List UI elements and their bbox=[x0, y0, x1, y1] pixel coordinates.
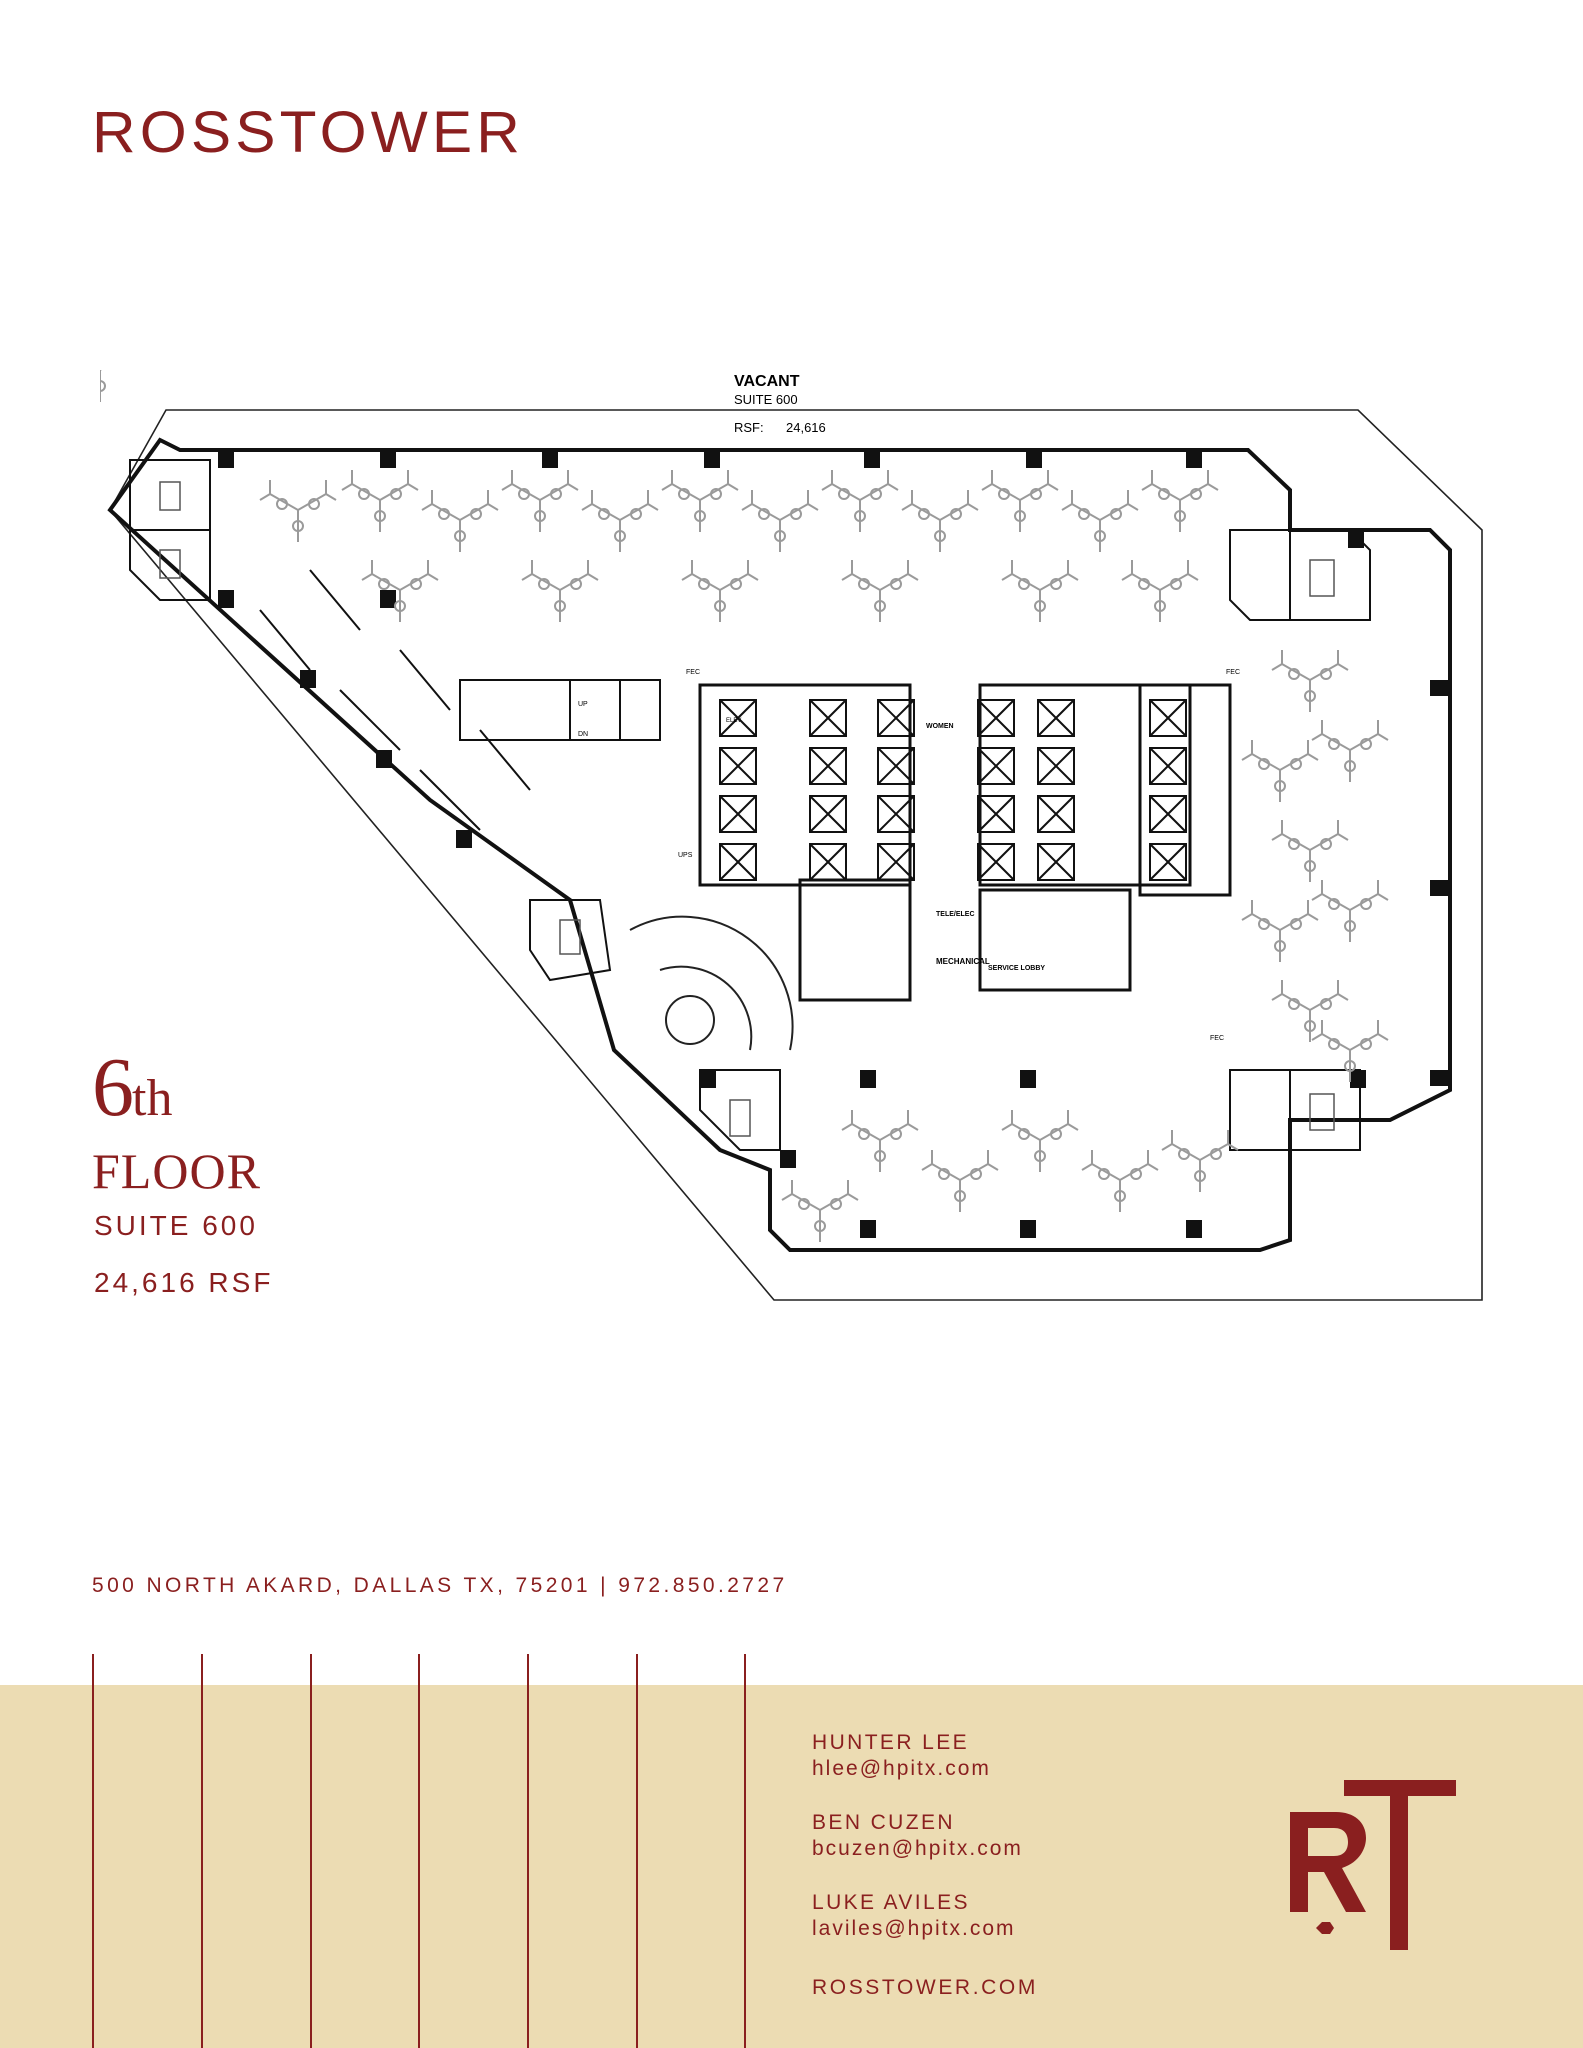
plan-label-women: WOMEN bbox=[926, 723, 954, 730]
floor-title: 6th FLOOR bbox=[92, 1041, 261, 1200]
plan-label-mechanical: MECHANICAL bbox=[936, 957, 990, 966]
rt-monogram-logo: RT bbox=[1284, 1772, 1456, 1950]
floor-number-suffix: th bbox=[132, 1070, 173, 1127]
elevator-banks bbox=[719, 699, 1187, 881]
floor-number: 6th bbox=[92, 1041, 173, 1134]
footer-rule bbox=[201, 1654, 203, 2048]
address-line: 500 NORTH AKARD, DALLAS TX, 75201 | 972.… bbox=[92, 1574, 788, 1597]
contact-email[interactable]: bcuzen@hpitx.com bbox=[812, 1837, 1023, 1860]
contact-email[interactable]: laviles@hpitx.com bbox=[812, 1917, 1016, 1940]
contact-email[interactable]: hlee@hpitx.com bbox=[812, 1757, 991, 1780]
plan-label-tele-elec: TELE/ELEC bbox=[936, 911, 975, 918]
contact-hunter-lee: HUNTER LEE hlee@hpitx.com bbox=[812, 1730, 991, 1782]
plan-label-fec-south: FEC bbox=[1210, 1035, 1224, 1042]
contact-name: LUKE AVILES bbox=[812, 1891, 970, 1914]
plan-label-service-lobby: SERVICE LOBBY bbox=[988, 965, 1045, 972]
footer-rule bbox=[744, 1654, 746, 2048]
vacancy-status: VACANT bbox=[734, 373, 800, 390]
reception-desk bbox=[629, 915, 794, 1051]
plan-label-ups: UPS bbox=[678, 852, 693, 859]
structural-columns bbox=[218, 450, 1448, 1238]
building-core bbox=[459, 679, 1232, 1002]
footer-rule bbox=[92, 1654, 94, 2048]
plan-suite-label: SUITE 600 bbox=[734, 392, 798, 407]
contact-ben-cuzen: BEN CUZEN bcuzen@hpitx.com bbox=[812, 1810, 1023, 1862]
footer-rule bbox=[418, 1654, 420, 2048]
suite-label: SUITE 600 bbox=[94, 1210, 258, 1241]
contact-name: BEN CUZEN bbox=[812, 1811, 955, 1834]
rosstower-logo: ROSSTOWER bbox=[92, 100, 524, 165]
plan-label-fec-east: FEC bbox=[1226, 669, 1240, 676]
monogram-text: RT bbox=[1284, 1772, 1286, 1773]
plan-rsf-value: 24,616 bbox=[786, 420, 826, 435]
rsf-label: 24,616 RSF bbox=[94, 1267, 274, 1298]
plan-label-elev: ELEV bbox=[726, 718, 741, 724]
contact-luke-aviles: LUKE AVILES laviles@hpitx.com bbox=[812, 1890, 1016, 1942]
floor-word: FLOOR bbox=[92, 1143, 261, 1199]
building-wall bbox=[107, 437, 1452, 1252]
footer-rule bbox=[310, 1654, 312, 2048]
plan-label-up: UP bbox=[578, 701, 588, 708]
website-link[interactable]: ROSSTOWER.COM bbox=[812, 1976, 1038, 1999]
conference-tables bbox=[159, 481, 1335, 1137]
plan-label-fec: FEC bbox=[686, 669, 700, 676]
plan-label-dn: DN bbox=[578, 731, 588, 738]
contact-name: HUNTER LEE bbox=[812, 1731, 970, 1754]
perimeter-offices bbox=[129, 459, 1371, 1151]
workstation-clusters bbox=[100, 370, 1389, 1243]
footer-rule bbox=[636, 1654, 638, 2048]
footer-rule bbox=[527, 1654, 529, 2048]
logo-wordmark: ROSSTOWER bbox=[92, 100, 524, 165]
plan-rsf-label: RSF: bbox=[734, 420, 764, 435]
floor-plan: VACANT SUITE 600 RSF: 24,616 MECHANICAL … bbox=[100, 370, 1483, 1301]
